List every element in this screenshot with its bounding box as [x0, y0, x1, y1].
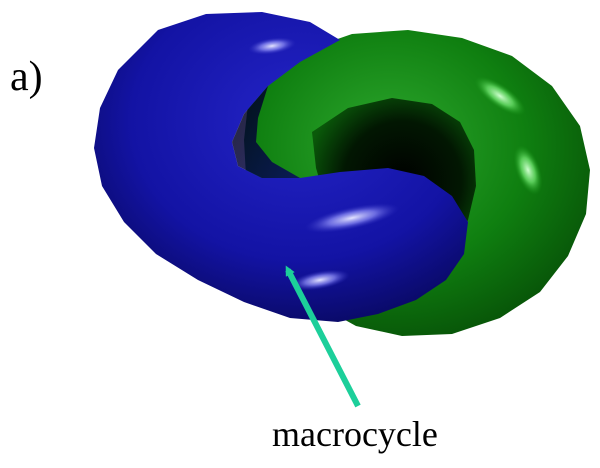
macrocycle-label: macrocycle: [272, 416, 438, 452]
